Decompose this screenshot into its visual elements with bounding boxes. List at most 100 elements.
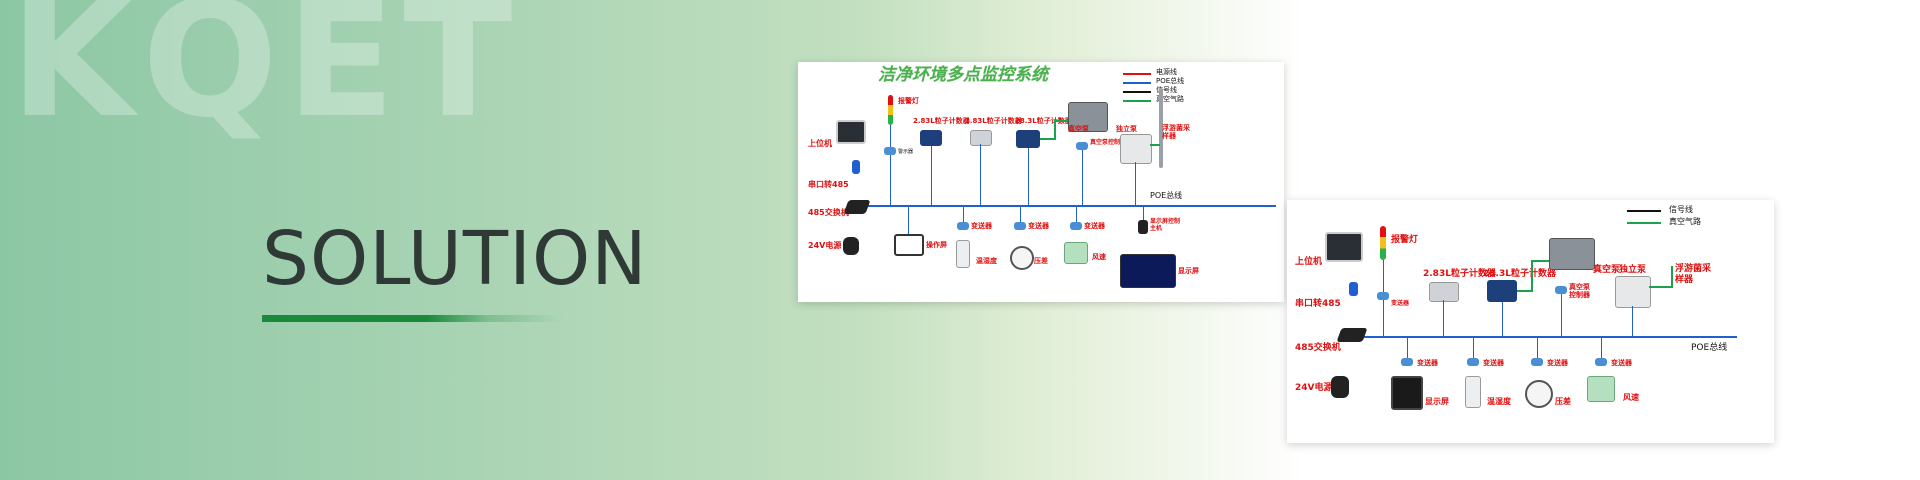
label-pump-controller: 真空泵控制器 xyxy=(1569,283,1590,299)
vacuum-line xyxy=(1531,260,1533,292)
alarm-module-icon xyxy=(884,147,896,155)
label-serial-485: 串口转485 xyxy=(1295,299,1341,309)
vacuum-line xyxy=(1040,138,1054,140)
label-display-controller: 显示屏控制主机 xyxy=(1150,218,1181,232)
vacuum-line xyxy=(1671,266,1673,288)
label-temp-humidity: 温湿度 xyxy=(1487,397,1511,406)
transmitter-icon xyxy=(1377,292,1389,300)
label-485-switch: 485交换机 xyxy=(1295,343,1341,353)
page-heading: SOLUTION xyxy=(262,216,648,302)
label-standalone-pump: 独立泵 xyxy=(1619,265,1647,275)
bus-drop xyxy=(1537,336,1538,360)
alarm-light-icon xyxy=(1380,226,1386,260)
particle-counter-icon xyxy=(920,130,942,146)
vacuum-pump-icon xyxy=(1068,102,1108,132)
vacuum-line xyxy=(1054,120,1068,122)
bus-drop xyxy=(1502,302,1503,336)
display-screen-icon xyxy=(1391,376,1423,410)
label-air-velocity: 风速 xyxy=(1092,253,1106,261)
vacuum-pump-icon xyxy=(1549,238,1595,270)
label-485-switch: 485交换机 xyxy=(808,208,849,217)
legend-label: POE总线 xyxy=(1156,77,1185,85)
label-particle-counter-1: 2.83L粒子计数器 xyxy=(913,117,970,125)
bus-drop xyxy=(1443,300,1444,336)
temp-humidity-sensor-icon xyxy=(956,240,970,268)
bus-drop xyxy=(1135,162,1136,205)
pressure-gauge-icon xyxy=(1525,380,1553,408)
label-host-pc: 上位机 xyxy=(1295,257,1323,267)
label-pressure-diff: 压差 xyxy=(1034,257,1048,265)
legend-label: 电源线 xyxy=(1156,68,1177,76)
bus-drop xyxy=(1076,205,1077,223)
bus-drop xyxy=(1082,150,1083,205)
alarm-light-icon xyxy=(888,95,893,125)
usb-converter-icon xyxy=(852,160,860,174)
operation-screen-icon xyxy=(894,234,924,256)
air-velocity-sensor-icon xyxy=(1064,242,1088,264)
label-host-pc: 上位机 xyxy=(808,139,832,148)
switch-icon xyxy=(1336,328,1368,342)
label-operation-screen: 操作屏 xyxy=(926,241,947,249)
label-transmitter: 变送器 xyxy=(1084,222,1105,230)
pressure-gauge-icon xyxy=(1010,246,1034,270)
label-transmitter: 变送器 xyxy=(1417,359,1438,367)
particle-counter-icon xyxy=(1016,130,1040,148)
legend-label: 真空气路 xyxy=(1156,95,1184,103)
switch-icon xyxy=(843,200,871,214)
air-velocity-sensor-icon xyxy=(1587,376,1615,402)
bus-drop xyxy=(1473,336,1474,360)
label-transmitter: 变送器 xyxy=(1611,359,1632,367)
bus-drop xyxy=(980,144,981,205)
power-adapter-icon xyxy=(1331,376,1349,398)
brand-watermark: KQET xyxy=(10,0,521,153)
legend-swatch-power xyxy=(1123,73,1151,75)
bus-label: POE总线 xyxy=(1691,343,1728,353)
transmitter-icon xyxy=(1467,358,1479,366)
bus-drop xyxy=(1020,205,1021,223)
label-particle-counter-3: 28.3L粒子计数器 xyxy=(1015,117,1072,125)
bus-drop xyxy=(890,125,891,205)
label-air-sampler: 浮游菌采样器 xyxy=(1162,124,1190,141)
diagram-panel-1: 洁净环境多点监控系统 电源线 POE总线 信号线 真空气路 POE总线 上位机 … xyxy=(798,62,1284,302)
bus-drop xyxy=(1601,336,1602,360)
transmitter-icon xyxy=(1401,358,1413,366)
label-alarm-light: 报警灯 xyxy=(1391,235,1419,245)
vacuum-line xyxy=(1150,144,1160,146)
transmitter-icon xyxy=(1531,358,1543,366)
diagram-title: 洁净环境多点监控系统 xyxy=(878,65,1048,85)
label-particle-counter-1: 2.83L粒子计数器 xyxy=(1423,269,1496,279)
bus-drop xyxy=(908,205,909,237)
display-controller-icon xyxy=(1138,220,1148,234)
label-pressure-diff: 压差 xyxy=(1555,397,1571,406)
particle-counter-icon xyxy=(1487,280,1517,302)
bus-label: POE总线 xyxy=(1150,191,1183,200)
label-transmitter: 变送器 xyxy=(971,222,992,230)
label-24v-power: 24V电源 xyxy=(808,241,842,250)
label-vacuum-pump: 真空泵 xyxy=(1068,125,1089,133)
label-transmitter: 变送器 xyxy=(1547,359,1568,367)
legend-label: 信号线 xyxy=(1669,205,1693,214)
computer-icon xyxy=(836,120,866,144)
label-particle-counter-2: 2.83L粒子计数器 xyxy=(965,117,1022,125)
label-alarm-module: 警示器 xyxy=(898,149,914,155)
particle-counter-icon xyxy=(970,130,992,146)
bus-drop xyxy=(963,205,964,223)
legend-swatch-vacuum xyxy=(1627,222,1661,224)
legend-swatch-signal xyxy=(1123,91,1151,93)
poe-bus xyxy=(866,205,1276,207)
label-transmitter: 变送器 xyxy=(1028,222,1049,230)
diagram-panel-2: 信号线 真空气路 POE总线 上位机 串口转485 485交换机 24V电源 报… xyxy=(1287,200,1774,443)
bus-drop xyxy=(931,146,932,205)
particle-counter-icon xyxy=(1429,282,1459,302)
vacuum-line xyxy=(1054,120,1056,140)
label-air-sampler: 浮游菌采样器 xyxy=(1675,264,1712,285)
label-alarm-light: 报警灯 xyxy=(898,97,919,105)
vacuum-line xyxy=(1649,286,1671,288)
bus-drop xyxy=(1561,294,1562,336)
label-display-screen: 显示屏 xyxy=(1425,397,1449,406)
transmitter-icon xyxy=(1595,358,1607,366)
label-24v-power: 24V电源 xyxy=(1295,383,1333,393)
transmitter-icon xyxy=(957,222,969,230)
transmitter-icon xyxy=(1070,222,1082,230)
legend-swatch-vacuum xyxy=(1123,100,1151,102)
